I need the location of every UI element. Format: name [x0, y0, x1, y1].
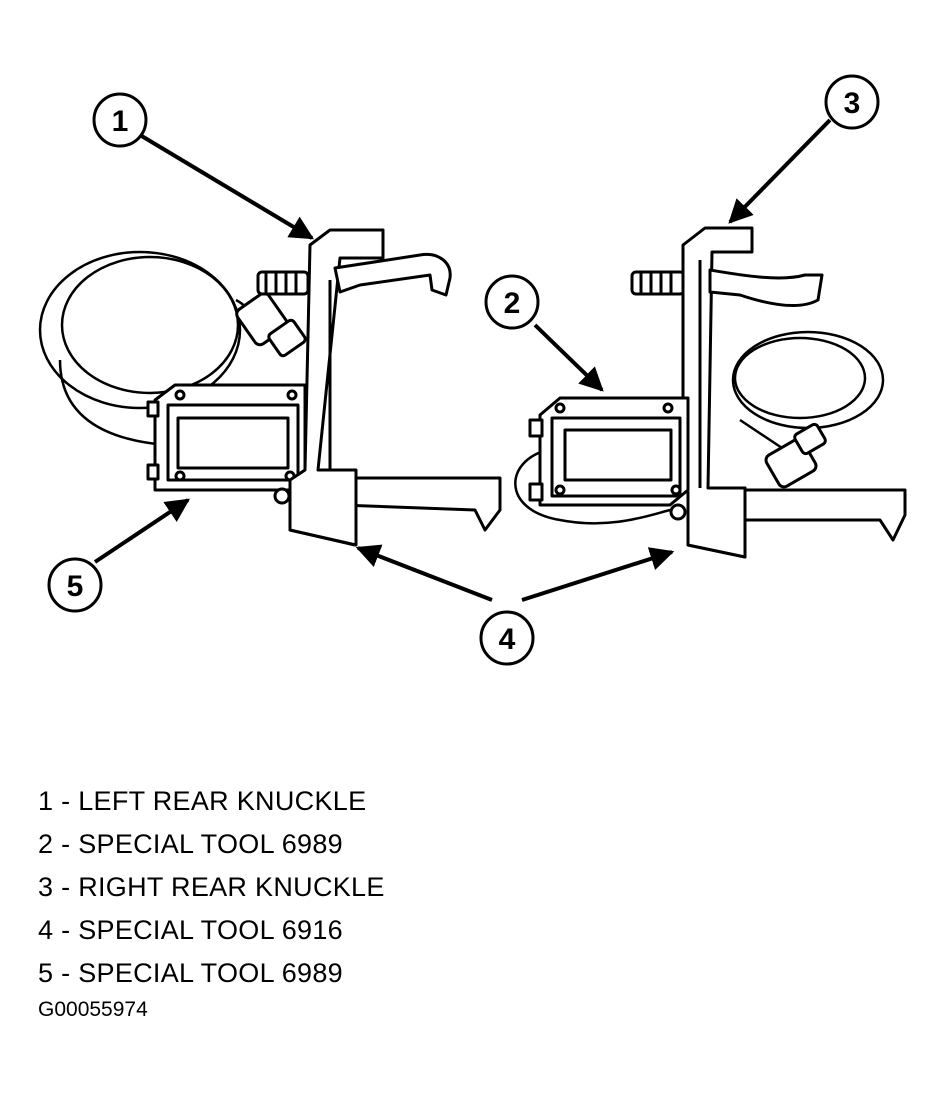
right-threaded-stud	[630, 270, 686, 296]
leader-4-left	[355, 544, 493, 602]
left-special-tool-6989-box	[146, 383, 307, 492]
callout-1: 1	[92, 92, 148, 148]
right-cable-connector	[764, 422, 827, 489]
right-assembly	[514, 226, 907, 559]
legend-item-5: 5 - SPECIAL TOOL 6989	[38, 958, 343, 988]
left-assembly	[38, 228, 502, 547]
leader-2	[533, 323, 604, 392]
right-special-tool-6989-box	[528, 396, 690, 521]
figure-id: G00055974	[38, 998, 148, 1021]
callout-5: 5	[47, 557, 103, 613]
knuckle-tool-illustration: 1 2 3 4 5	[38, 74, 907, 666]
left-threaded-stud	[256, 270, 310, 296]
leader-1	[138, 133, 315, 240]
legend-item-2: 2 - SPECIAL TOOL 6989	[38, 829, 343, 859]
leader-4-right	[521, 547, 675, 602]
leader-lines	[93, 118, 832, 602]
legend-item-3: 3 - RIGHT REAR KNUCKLE	[38, 872, 385, 902]
legend: 1 - LEFT REAR KNUCKLE 2 - SPECIAL TOOL 6…	[38, 780, 385, 995]
legend-item-1: 1 - LEFT REAR KNUCKLE	[38, 786, 367, 816]
right-sensor-cable	[514, 330, 885, 525]
leader-3	[728, 118, 832, 224]
callout-1-number: 1	[112, 105, 129, 138]
callout-4-number: 4	[499, 623, 516, 656]
legend-item-4: 4 - SPECIAL TOOL 6916	[38, 915, 343, 945]
callout-2-number: 2	[504, 287, 521, 320]
left-rear-knuckle	[273, 228, 452, 547]
left-cable-connector	[235, 291, 307, 358]
callout-3-number: 3	[844, 87, 861, 120]
callouts: 1 2 3 4 5	[47, 74, 880, 666]
callout-2: 2	[484, 274, 540, 330]
callout-4: 4	[479, 610, 535, 666]
callout-3: 3	[824, 74, 880, 130]
leader-5	[93, 498, 190, 564]
callout-5-number: 5	[67, 570, 84, 603]
